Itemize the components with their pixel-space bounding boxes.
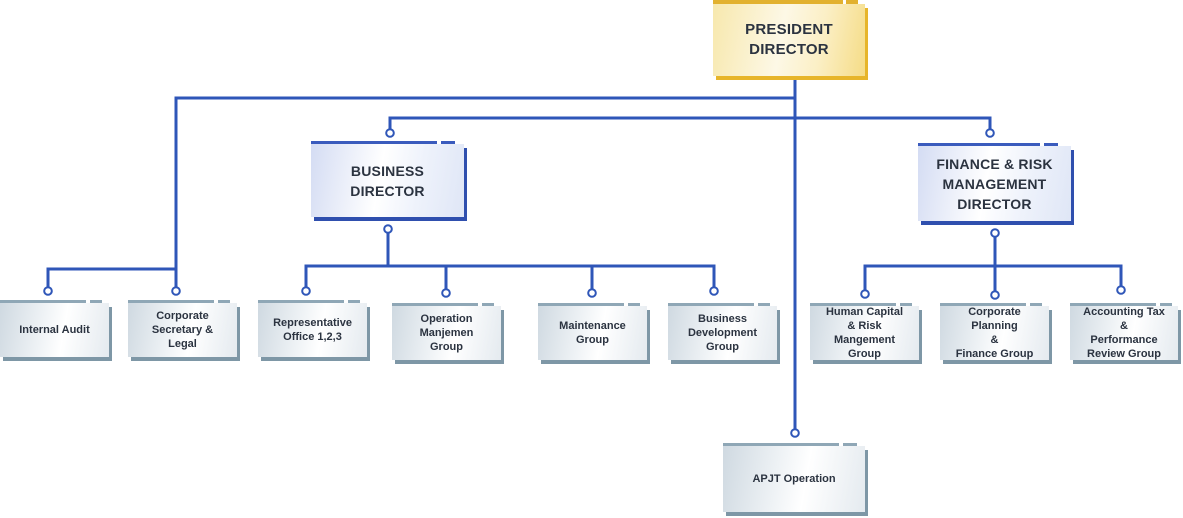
human-capital-tab-end [900,303,912,306]
business-director-box: BUSINESS DIRECTOR [311,144,464,217]
president-director-label: PRESIDENT DIRECTOR [745,21,833,58]
operation-manjemen-label: Operation Manjemen Group [419,313,474,353]
accounting-label: Accounting Tax & Performance Review Grou… [1083,306,1165,360]
connector-finance-bus [863,264,1123,290]
representative-office-label: Representative Office 1,2,3 [273,317,352,343]
operation-manjemen-box: Operation Manjemen Group [392,306,501,360]
maintenance-tab-end [628,303,640,306]
president-tab-end [846,0,858,4]
apjt-tab-end [843,443,857,446]
finance-tab-end [1044,143,1058,146]
maintenance-tab [538,303,624,306]
internal-audit-label: Internal Audit [19,324,90,336]
business-dev-box: Business Development Group [668,306,777,360]
operation-tab [392,303,478,306]
business-dev-tab-end [758,303,770,306]
corp-planning-tab [940,303,1026,306]
internal-audit-tab-end [90,300,102,303]
node-dot-finance-bottom [990,228,1000,238]
corp-planning-label: Corporate Planning & Finance Group [955,306,1034,360]
node-dot-business-bottom [383,224,393,234]
business-tab-end [441,141,455,144]
apjt-operation-box: APJT Operation [723,446,865,512]
node-dot-directors-left [385,128,395,138]
apjt-tab [723,443,839,446]
operation-tab-end [482,303,494,306]
human-capital-label: Human Capital & Risk Mangement Group [825,306,903,360]
corp-secretary-tab-end [218,300,230,303]
node-dot-directors-right [985,128,995,138]
business-tab [311,141,437,144]
node-dot-representative [301,286,311,296]
corp-planning-box: Corporate Planning & Finance Group [940,306,1049,360]
president-tab [713,0,843,4]
node-dot-internal-audit [43,286,53,296]
node-dot-maintenance [587,288,597,298]
connector-business-bus [304,264,716,287]
corp-secretary-box: Corporate Secretary & Legal [128,303,237,357]
internal-audit-box: Internal Audit [0,303,109,357]
representative-tab-end [348,300,360,303]
node-dot-business-dev [709,286,719,296]
node-dot-operation [441,288,451,298]
human-capital-box: Human Capital & Risk Mangement Group [810,306,919,360]
accounting-tab [1070,303,1156,306]
business-director-label: BUSINESS DIRECTOR [350,162,425,199]
business-dev-tab [668,303,754,306]
node-dot-corp-secretary [171,286,181,296]
node-dot-accounting [1116,285,1126,295]
representative-tab [258,300,344,303]
finance-tab [918,143,1040,146]
connector-directors-bus [388,116,992,129]
finance-director-box: FINANCE & RISK MANAGEMENT DIRECTOR [918,146,1071,221]
corp-secretary-label: Corporate Secretary & Legal [151,310,214,350]
president-director-box: PRESIDENT DIRECTOR [713,4,865,76]
internal-audit-tab [0,300,86,303]
maintenance-label: Maintenance Group [559,320,626,346]
apjt-operation-label: APJT Operation [752,473,836,485]
node-dot-apjt [790,428,800,438]
node-dot-corp-planning [990,290,1000,300]
maintenance-box: Maintenance Group [538,306,647,360]
accounting-box: Accounting Tax & Performance Review Grou… [1070,306,1178,360]
node-dot-human-capital [860,289,870,299]
connector-president-left [174,96,795,287]
connector-staff-left [46,267,176,287]
representative-office-box: Representative Office 1,2,3 [258,303,367,357]
corp-planning-tab-end [1030,303,1042,306]
corp-secretary-tab [128,300,214,303]
human-capital-tab [810,303,896,306]
finance-director-label: FINANCE & RISK MANAGEMENT DIRECTOR [936,155,1053,212]
business-dev-label: Business Development Group [687,313,758,353]
accounting-tab-end [1160,303,1172,306]
